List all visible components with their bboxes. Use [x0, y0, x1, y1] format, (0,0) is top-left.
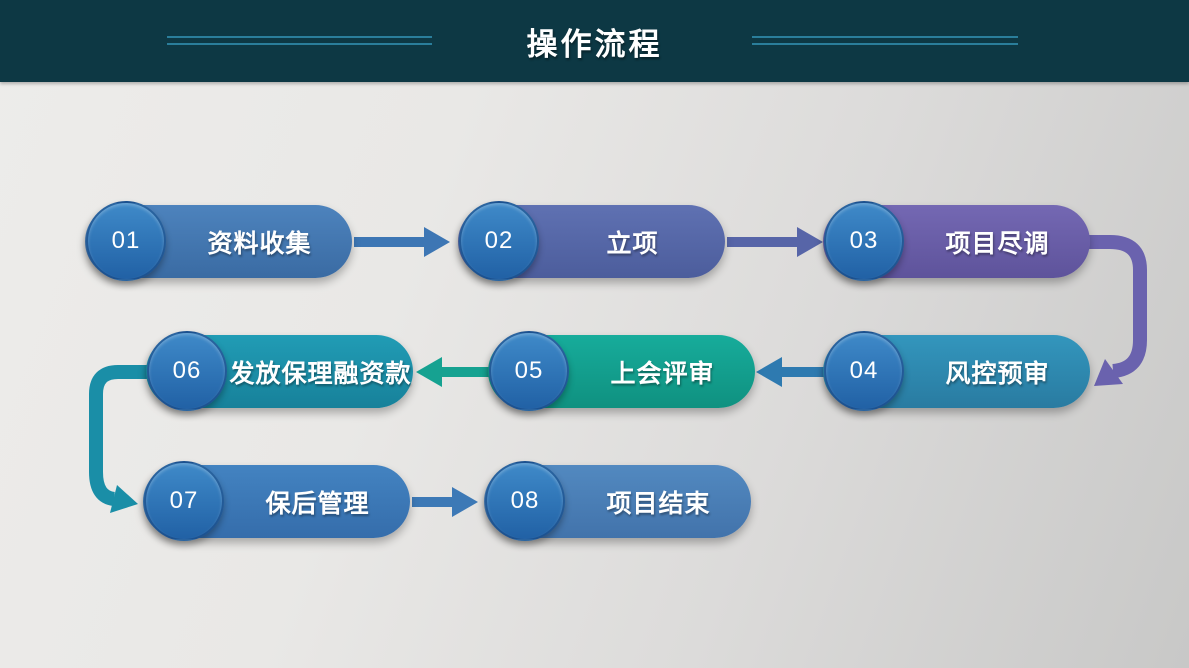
- step-number-badge: 08: [485, 461, 565, 541]
- step-label: 项目尽调: [945, 229, 1050, 258]
- arrow-step3-to-step4: [1086, 235, 1147, 386]
- step-pill-01: 01 资料收集: [85, 201, 352, 281]
- step-pill-03: 03 项目尽调: [823, 201, 1090, 281]
- arrow-step2-to-step3: [727, 227, 823, 257]
- step-number-badge: 03: [824, 201, 904, 281]
- step-label: 发放保理融资款: [229, 359, 412, 388]
- step-label: 风控预审: [945, 359, 1050, 388]
- step-label: 上会评审: [610, 359, 715, 388]
- step-pill-02: 02 立项: [458, 201, 725, 281]
- step-number: 03: [849, 227, 879, 254]
- step-pill-08: 08 项目结束: [484, 461, 751, 541]
- slide-header: 操作流程: [0, 0, 1189, 82]
- step-number-badge: 07: [144, 461, 224, 541]
- arrow-step1-to-step2: [354, 227, 450, 257]
- step-pill-07: 07 保后管理: [143, 461, 410, 541]
- step-number: 05: [514, 357, 544, 384]
- step-label: 资料收集: [207, 229, 312, 258]
- step-number: 01: [111, 227, 141, 254]
- page-title: 操作流程: [526, 26, 663, 62]
- step-pill-04: 04 风控预审: [823, 331, 1090, 411]
- step-number-badge: 06: [147, 331, 227, 411]
- step-number: 06: [172, 357, 202, 384]
- step-number-badge: 01: [86, 201, 166, 281]
- step-label: 保后管理: [265, 489, 370, 518]
- step-label: 项目结束: [606, 489, 711, 518]
- arrow-step5-to-step6: [416, 357, 490, 387]
- step-number-badge: 02: [459, 201, 539, 281]
- arrow-step7-to-step8: [412, 487, 478, 517]
- arrow-step4-to-step5: [756, 357, 828, 387]
- step-number: 02: [484, 227, 514, 254]
- step-pill-06: 06 发放保理融资款: [146, 331, 413, 411]
- step-number-badge: 04: [824, 331, 904, 411]
- step-number: 07: [169, 487, 199, 514]
- decorative-lines-left: [167, 36, 432, 45]
- step-number-badge: 05: [489, 331, 569, 411]
- step-label: 立项: [606, 229, 659, 258]
- step-pill-05: 05 上会评审: [488, 331, 755, 411]
- step-number: 04: [849, 357, 879, 384]
- arrow-step6-to-step7: [89, 365, 150, 513]
- decorative-lines-right: [752, 36, 1018, 45]
- step-number: 08: [510, 487, 540, 514]
